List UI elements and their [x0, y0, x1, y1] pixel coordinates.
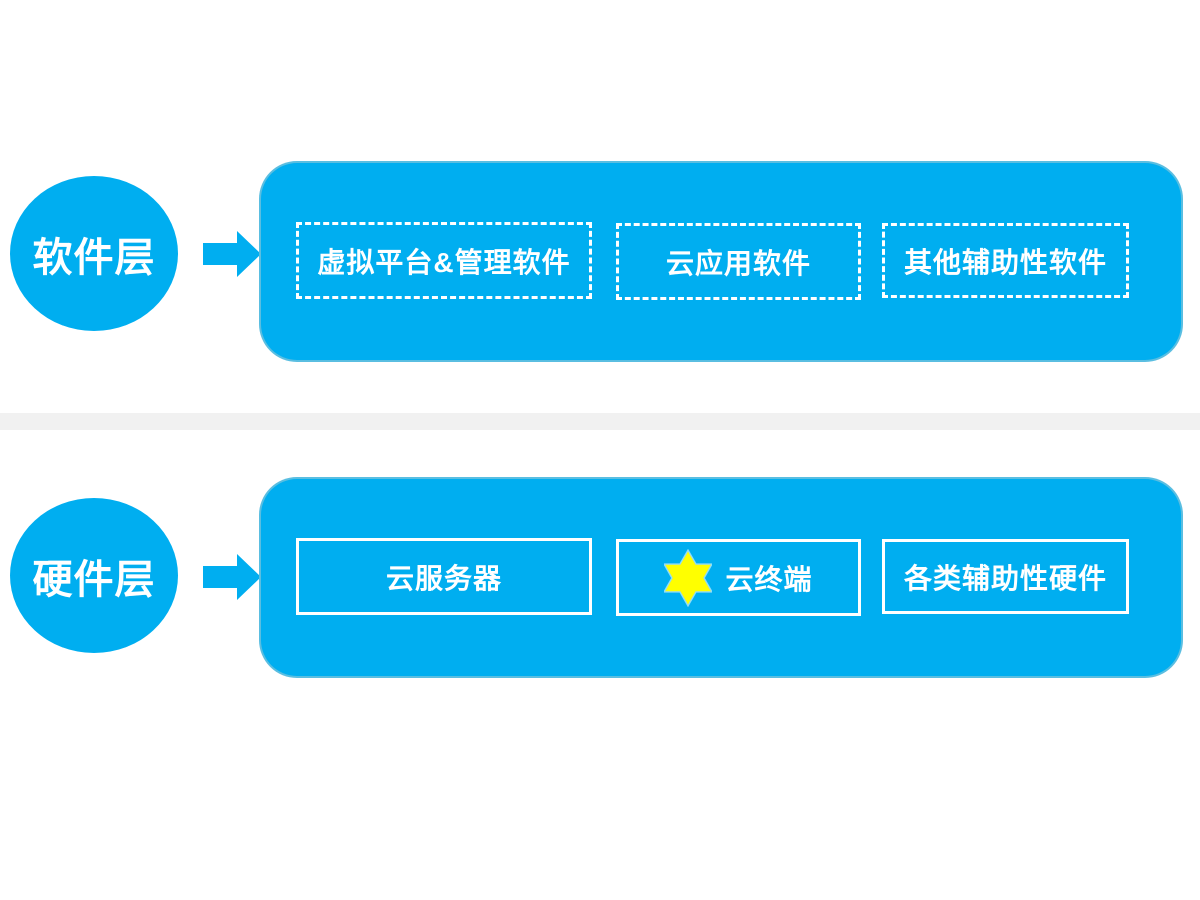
box-cloud-terminal: 云终端	[616, 539, 861, 616]
box-virtual-platform-management-software: 虚拟平台&管理软件	[296, 222, 592, 299]
software-layer-circle: 软件层	[10, 176, 178, 331]
box-cloud-server: 云服务器	[296, 538, 592, 615]
right-arrow-icon	[203, 231, 261, 277]
box-label: 其他辅助性软件	[903, 246, 1107, 278]
hardware-layer-panel: 云服务器 云终端 各类辅助性硬件	[259, 477, 1183, 678]
software-layer-label: 软件层	[32, 235, 156, 280]
box-cloud-application-software: 云应用软件	[616, 223, 861, 300]
section-divider	[0, 413, 1200, 430]
box-various-auxiliary-hardware: 各类辅助性硬件	[882, 539, 1129, 614]
box-label: 云服务器	[385, 562, 502, 594]
box-label: 云应用软件	[665, 247, 811, 279]
right-arrow-icon	[203, 554, 261, 600]
software-layer-panel: 虚拟平台&管理软件 云应用软件 其他辅助性软件	[259, 161, 1183, 362]
box-label: 云终端	[725, 563, 813, 595]
hardware-layer-label: 硬件层	[32, 557, 156, 602]
box-label: 各类辅助性硬件	[903, 562, 1107, 594]
box-label: 虚拟平台&管理软件	[317, 246, 571, 278]
hardware-layer-circle: 硬件层	[10, 498, 178, 653]
box-other-auxiliary-software: 其他辅助性软件	[882, 223, 1129, 298]
star-icon	[664, 548, 713, 607]
